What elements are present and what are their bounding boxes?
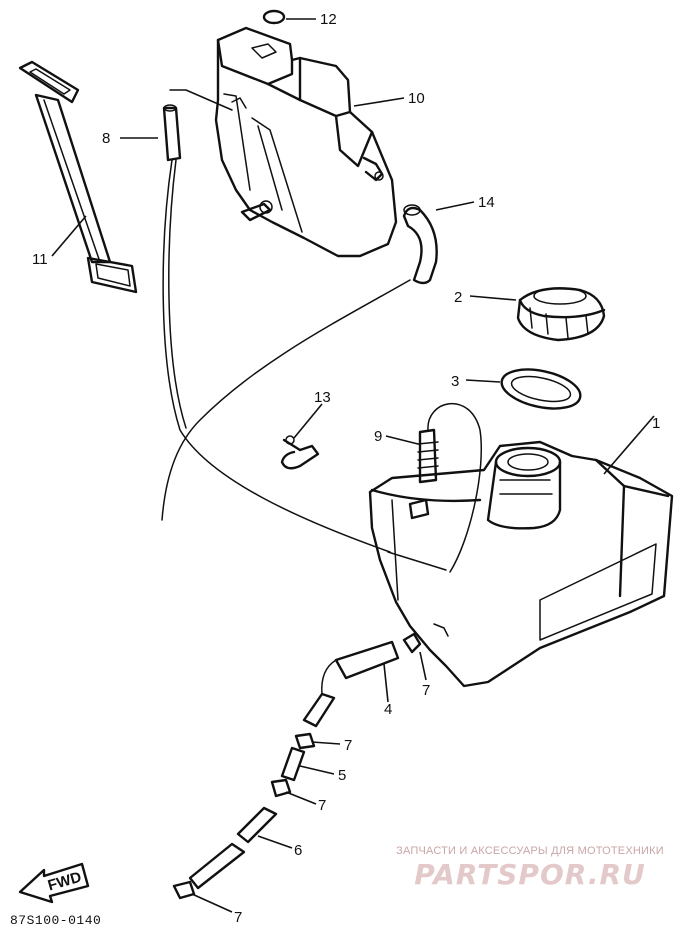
clamp-7-mid	[270, 778, 292, 798]
clip-part	[280, 435, 320, 470]
callout-2: 2	[454, 289, 462, 306]
diagram-code: 87S100-0140	[10, 913, 102, 928]
watermark: ЗАПЧАСТИ И АКСЕССУАРЫ ДЛЯ МОТОТЕХНИКИ PA…	[380, 845, 680, 891]
callout-10: 10	[408, 90, 425, 107]
callout-6: 6	[294, 842, 302, 859]
callout-14: 14	[478, 194, 495, 211]
clamp-7-lower	[172, 880, 196, 900]
callout-7c: 7	[318, 797, 326, 814]
hose-4	[302, 640, 400, 728]
callout-4: 4	[384, 701, 392, 718]
breather-line	[161, 89, 447, 571]
gasket-part	[500, 368, 582, 410]
watermark-brand: PARTSPOR.RU	[414, 858, 646, 891]
callout-7a: 7	[422, 682, 430, 699]
callout-1: 1	[652, 415, 660, 432]
callout-3: 3	[451, 373, 459, 390]
callout-8: 8	[102, 130, 110, 147]
callout-7d: 7	[234, 909, 242, 926]
callout-11: 11	[32, 251, 48, 268]
joint-5	[280, 746, 306, 782]
filler-cap-part	[516, 287, 606, 342]
leader-lines	[51, 18, 655, 913]
clamp-7-upper	[294, 732, 316, 750]
breather-fitting-9	[417, 402, 483, 573]
strap-part	[18, 60, 138, 294]
tank-part	[368, 440, 674, 688]
callout-7b: 7	[344, 737, 352, 754]
callout-12: 12	[320, 11, 337, 28]
fwd-arrow-icon: FWD	[18, 862, 90, 904]
callout-5: 5	[338, 767, 346, 784]
reservoir-part	[214, 26, 398, 258]
hose-6	[188, 806, 278, 890]
short-hose-8	[162, 104, 182, 162]
callout-13: 13	[314, 389, 331, 406]
reservoir-cap-part	[262, 9, 286, 25]
elbow-hose-14	[402, 204, 438, 285]
callout-9: 9	[374, 428, 382, 445]
watermark-tagline: ЗАПЧАСТИ И АКСЕССУАРЫ ДЛЯ МОТОТЕХНИКИ	[396, 845, 664, 857]
callouts: 12 10 8 11 14 2 3 13 9 1 4 7 7 5 7 6 7	[32, 11, 660, 926]
